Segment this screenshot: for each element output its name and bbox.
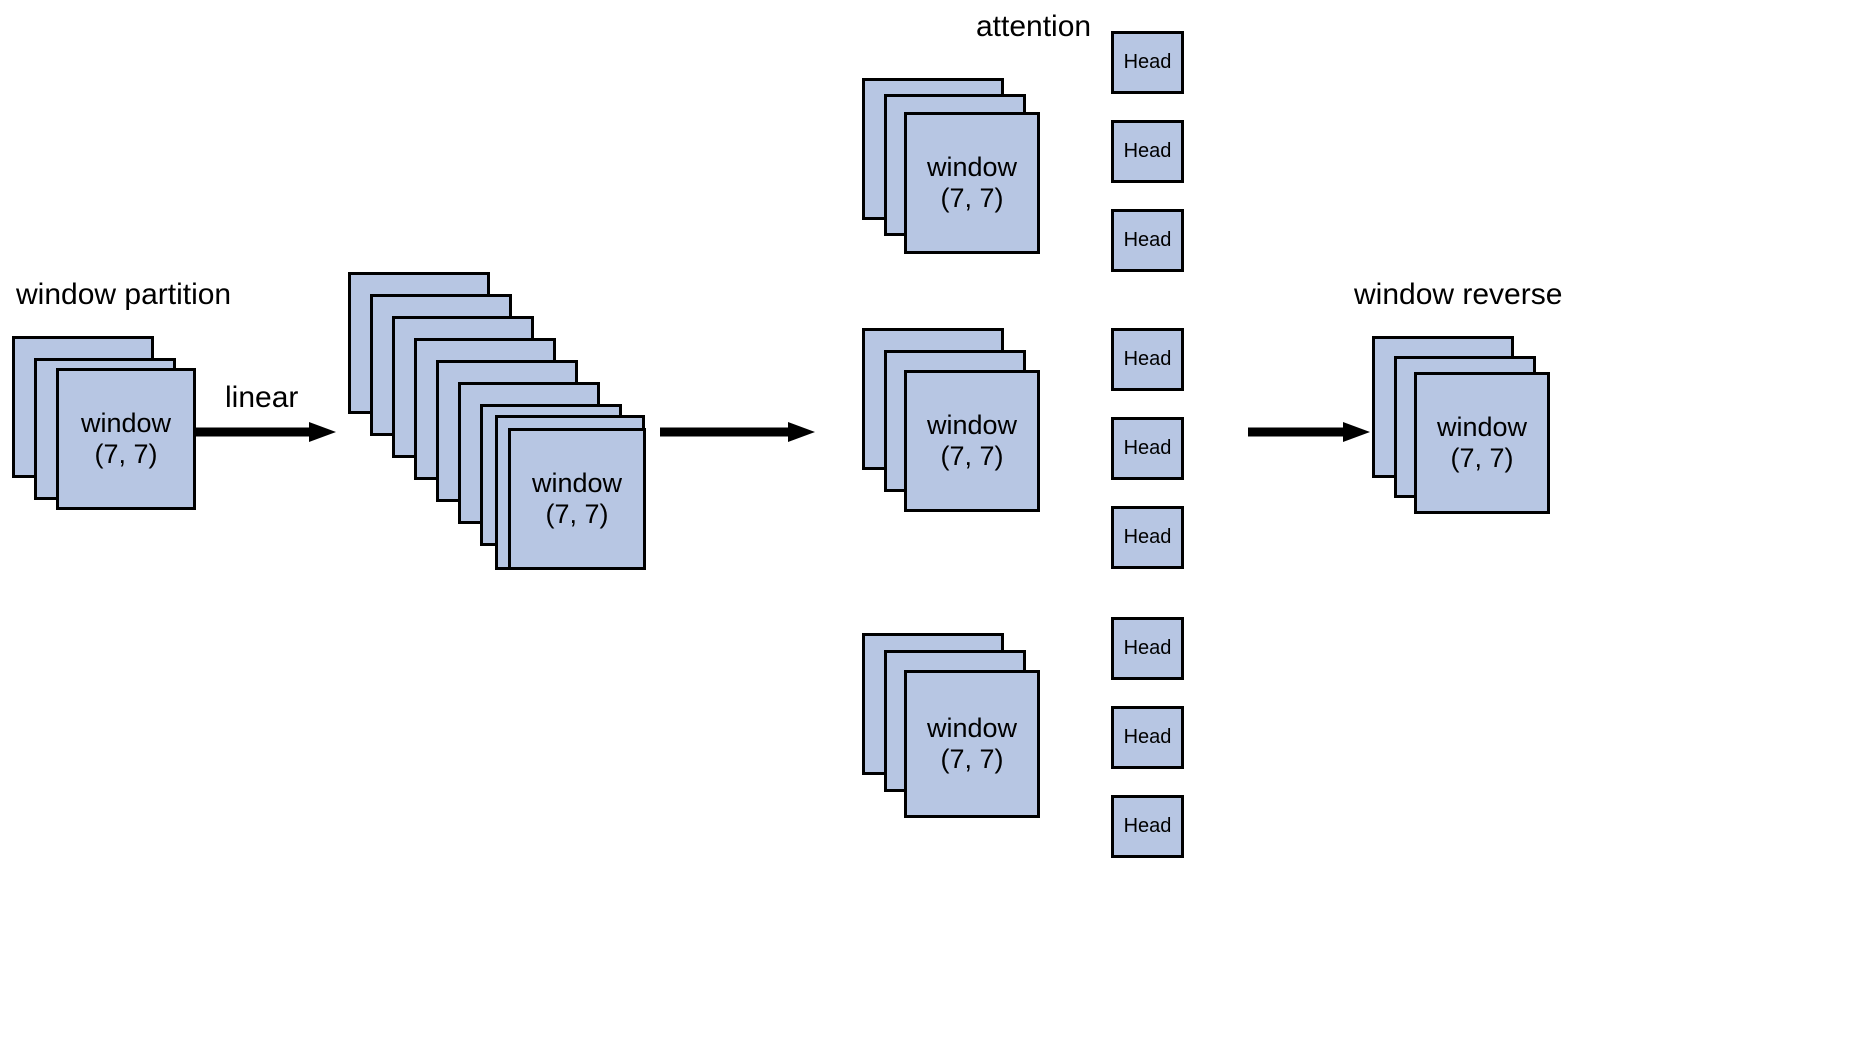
window-card-label-line2: (7, 7) bbox=[545, 499, 609, 529]
window-card-front: window (7, 7) bbox=[904, 112, 1040, 254]
linear-label: linear bbox=[225, 381, 299, 414]
head-label: Head bbox=[1123, 348, 1172, 370]
head-box-1: Head bbox=[1111, 31, 1184, 94]
head-label: Head bbox=[1123, 526, 1172, 548]
head-box-8: Head bbox=[1111, 706, 1184, 769]
window-card-label-line1: window bbox=[926, 409, 1018, 440]
head-label: Head bbox=[1123, 140, 1172, 162]
attention-label: attention bbox=[976, 10, 1092, 43]
head-label: Head bbox=[1123, 637, 1172, 659]
window-card-label-line2: (7, 7) bbox=[940, 744, 1004, 774]
head-label: Head bbox=[1123, 726, 1172, 748]
window-card-label-line1: window bbox=[80, 407, 172, 438]
head-box-7: Head bbox=[1111, 617, 1184, 680]
window-reverse-label: window reverse bbox=[1354, 278, 1563, 311]
window-card-label-line1: window bbox=[1436, 411, 1528, 442]
arrow-to-window-reverse bbox=[1248, 420, 1370, 444]
head-box-9: Head bbox=[1111, 795, 1184, 858]
window-card-front: window (7, 7) bbox=[904, 370, 1040, 512]
window-card-front: window (7, 7) bbox=[1414, 372, 1550, 514]
arrow-to-attention bbox=[660, 420, 815, 444]
window-partition-label: window partition bbox=[16, 278, 232, 311]
window-card-label-line1: window bbox=[926, 151, 1018, 182]
window-card-label-line2: (7, 7) bbox=[940, 183, 1004, 213]
arrow-linear bbox=[196, 420, 336, 444]
window-card-front: window (7, 7) bbox=[56, 368, 196, 510]
head-box-2: Head bbox=[1111, 120, 1184, 183]
head-label: Head bbox=[1123, 229, 1172, 251]
window-card-label-line2: (7, 7) bbox=[940, 441, 1004, 471]
head-label: Head bbox=[1123, 815, 1172, 837]
head-box-6: Head bbox=[1111, 506, 1184, 569]
window-card-label-line2: (7, 7) bbox=[94, 439, 158, 469]
head-label: Head bbox=[1123, 51, 1172, 73]
window-card-front-9: window (7, 7) bbox=[508, 428, 646, 570]
head-label: Head bbox=[1123, 437, 1172, 459]
head-box-3: Head bbox=[1111, 209, 1184, 272]
window-card-label-line1: window bbox=[926, 712, 1018, 743]
window-card-front: window (7, 7) bbox=[904, 670, 1040, 818]
head-box-5: Head bbox=[1111, 417, 1184, 480]
head-box-4: Head bbox=[1111, 328, 1184, 391]
window-card-label-line2: (7, 7) bbox=[1450, 443, 1514, 473]
window-card-label-line1: window bbox=[531, 467, 623, 498]
